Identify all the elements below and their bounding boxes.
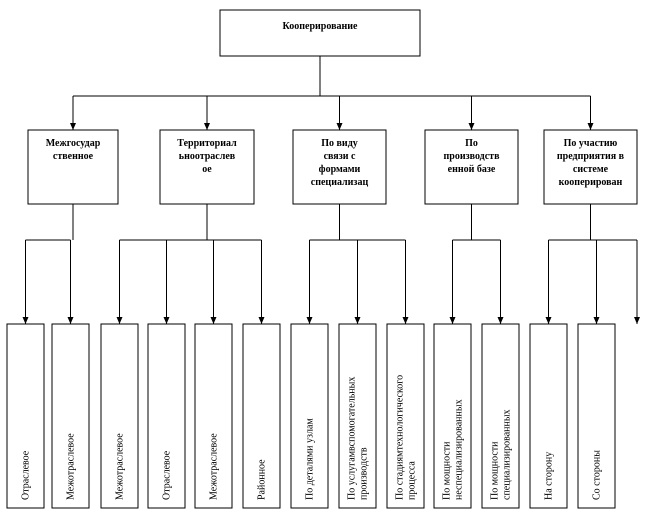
leaf-label: специализированных xyxy=(502,409,513,500)
category-node: По участию предприятия в системе коопериров… xyxy=(543,129,638,205)
leaf-label: Межотраслевое xyxy=(209,433,220,500)
leaf-node: По деталями узлам xyxy=(290,323,329,509)
leaf-node: Со стороны xyxy=(577,323,616,509)
leaf-label: По стадиямтехнологического xyxy=(395,375,406,500)
leaf-label: Отраслевое xyxy=(21,450,32,500)
category-node: По производств енной базе xyxy=(424,129,519,205)
category-node: Межгосудар ственное xyxy=(27,129,119,205)
arrowhead xyxy=(22,317,29,324)
leaf-label: По деталями узлам xyxy=(305,418,316,500)
arrowhead xyxy=(354,317,361,324)
arrowhead xyxy=(402,317,409,324)
arrowhead xyxy=(116,317,123,324)
arrowhead xyxy=(163,317,170,324)
category-label: системе xyxy=(573,164,609,175)
category-label: предприятия в xyxy=(557,151,625,162)
category-label: Территориал xyxy=(177,138,237,149)
connectors xyxy=(22,56,640,324)
leaf-label: Районное xyxy=(257,459,268,500)
category-label: ое xyxy=(202,164,212,175)
leaf-label: Отраслевое xyxy=(162,450,173,500)
category-label: По участию xyxy=(564,138,618,149)
category-label: специализац xyxy=(311,177,369,188)
category-node: Территориал ьноотраслев ое xyxy=(159,129,255,205)
category-label: ьноотраслев xyxy=(179,151,236,162)
leaf-label: неспециализированных xyxy=(454,399,465,500)
leaf-label: По мощности xyxy=(490,441,501,500)
category-node: По виду связи с формами специализац xyxy=(292,129,387,205)
leaf-node: На сторону xyxy=(529,323,568,509)
arrowhead xyxy=(258,317,265,324)
arrowhead xyxy=(70,123,76,130)
leaf-nodes: Отраслевое Межотраслевое Межотраслевое Отра… xyxy=(6,323,616,509)
leaf-label: процесса xyxy=(407,461,418,500)
category-label: Межгосудар xyxy=(46,138,101,149)
category-label: кооперирован xyxy=(559,177,623,188)
leaf-node: Межотраслевое xyxy=(100,323,139,509)
leaf-label: По услугамвспомогательных xyxy=(347,377,358,500)
arrowhead xyxy=(587,123,594,130)
arrowhead xyxy=(593,317,600,324)
category-label: По xyxy=(465,138,478,149)
category-label: производств xyxy=(444,151,501,162)
root-label: Кооперирование xyxy=(283,21,359,32)
category-label: связи с xyxy=(324,151,356,162)
arrowhead xyxy=(497,317,504,324)
leaf-node: Межотраслевое xyxy=(194,323,233,509)
leaf-label: На сторону xyxy=(544,452,555,500)
leaf-node: Межотраслевое xyxy=(51,323,90,509)
leaf-node: Отраслевое xyxy=(6,323,45,509)
leaf-node: Районное xyxy=(242,323,281,509)
arrowhead xyxy=(67,317,74,324)
category-label: формами xyxy=(319,164,361,175)
leaf-label: Со стороны xyxy=(592,450,603,500)
leaf-label: производств xyxy=(359,447,370,500)
arrowhead xyxy=(210,317,217,324)
category-label: ственное xyxy=(53,151,94,162)
arrowhead xyxy=(545,317,552,324)
leaf-label: Межотраслевое xyxy=(66,433,77,500)
leaf-node: Отраслевое xyxy=(147,323,186,509)
leaf-label: По мощности xyxy=(442,441,453,500)
arrowhead xyxy=(306,317,313,324)
arrowhead xyxy=(204,123,210,130)
arrowhead xyxy=(336,123,343,130)
arrowhead xyxy=(468,123,475,130)
category-label: По виду xyxy=(321,138,358,149)
arrowhead xyxy=(634,317,640,324)
root-node: Кооперирование xyxy=(219,9,421,57)
arrowhead xyxy=(449,317,456,324)
leaf-label: Межотраслевое xyxy=(115,433,126,500)
category-nodes: Межгосудар ственное Территориал ьноотраслев… xyxy=(27,129,638,205)
category-label: енной базе xyxy=(448,164,496,175)
